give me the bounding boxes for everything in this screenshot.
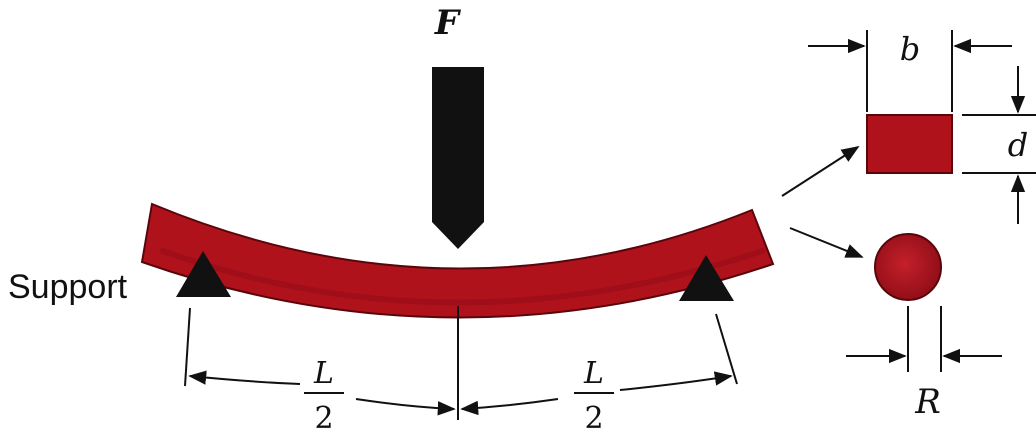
svg-text:2: 2 <box>584 401 603 432</box>
beam-specimen <box>140 202 775 319</box>
circular-cross-section <box>874 233 942 301</box>
left-support-icon <box>176 251 231 297</box>
pointer-to-rect-section <box>781 146 860 197</box>
radius-label: R <box>914 382 941 422</box>
svg-text:L: L <box>313 356 334 391</box>
svg-text:2: 2 <box>314 401 333 432</box>
pointer-to-round-section <box>789 227 864 258</box>
rectangular-cross-section <box>866 114 953 174</box>
load-applicator-icon <box>432 67 484 249</box>
support-label: Support <box>8 268 128 306</box>
left-span-arrow-a <box>188 370 301 385</box>
right-extension-line <box>715 313 738 385</box>
left-half-span-label: L 2 <box>304 356 344 432</box>
force-label: F <box>434 3 462 43</box>
right-span-arrow-b <box>619 371 733 391</box>
svg-text:L: L <box>583 356 604 391</box>
left-extension-line <box>184 307 191 387</box>
depth-label: d <box>1008 126 1028 164</box>
right-support-icon <box>679 255 734 301</box>
right-half-span-label: L 2 <box>574 356 614 432</box>
beam-shading <box>158 247 766 306</box>
width-label: b <box>900 30 920 68</box>
right-span-arrow-a <box>460 398 559 416</box>
left-span-arrow-b <box>355 398 456 416</box>
